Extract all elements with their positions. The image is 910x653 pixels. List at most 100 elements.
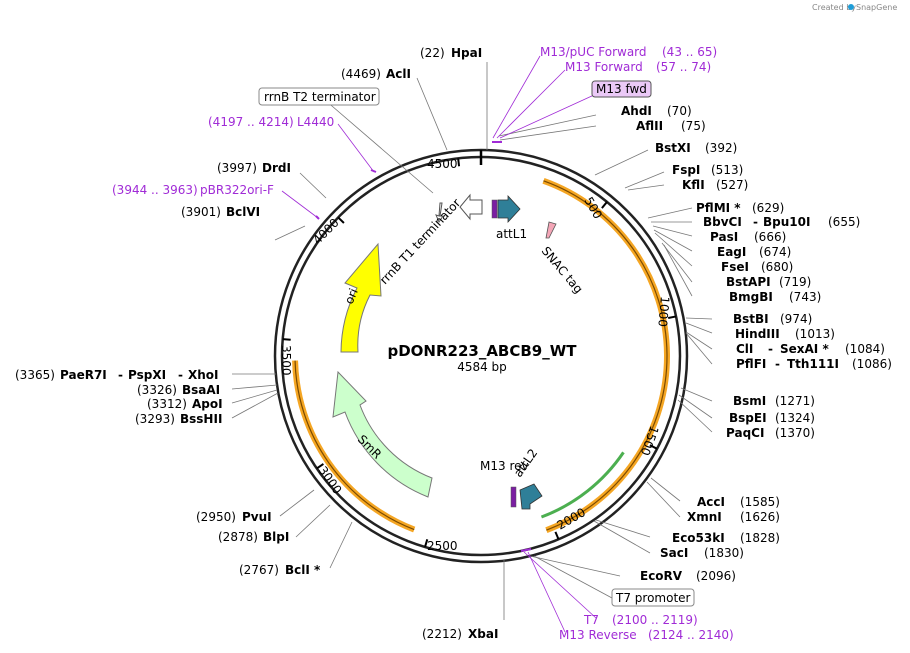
tick-mark bbox=[316, 463, 324, 470]
site-pos: (22) bbox=[420, 46, 445, 60]
rrnb-t1-label: rrnB T1 terminator bbox=[377, 196, 463, 287]
smr-orf-arc-outer bbox=[292, 360, 416, 533]
site-pos: (3326) bbox=[137, 383, 177, 397]
boxed-labels: rrnB T2 terminator M13 fwd T7 promoter bbox=[258, 80, 695, 607]
site-pos: (513) bbox=[711, 163, 743, 177]
site-name-apoi: ApoI bbox=[192, 397, 223, 411]
site-name-tth111i: Tth111I bbox=[787, 357, 839, 371]
tick-mark bbox=[337, 216, 345, 224]
site-pos: (1828) bbox=[740, 531, 780, 545]
tick-label: 1500 bbox=[638, 424, 662, 457]
site-name-hindiii: HindIII bbox=[735, 327, 780, 341]
plasmid-size: 4584 bp bbox=[457, 360, 507, 374]
primer-name-m13reverse: M13 Reverse bbox=[559, 628, 637, 642]
site-pos: (392) bbox=[705, 141, 737, 155]
site-name-eco53ki: Eco53kI bbox=[672, 531, 725, 545]
site-name-ahdi: AhdI bbox=[621, 104, 652, 118]
site-pos: (70) bbox=[667, 104, 692, 118]
l4440-primer-mark bbox=[370, 169, 377, 173]
site-name-pflmi: PflMI * bbox=[696, 201, 741, 215]
attl2-stripe bbox=[510, 486, 517, 508]
site-name-paer7i: PaeR7I bbox=[60, 368, 107, 382]
site-name-xmni: XmnI bbox=[687, 510, 722, 524]
site-pos: (680) bbox=[761, 260, 793, 274]
feature-arcs bbox=[292, 177, 670, 533]
site-name-bsmi: BsmI bbox=[733, 394, 766, 408]
tick-mark bbox=[457, 158, 461, 167]
site-name-paqci: PaqCI bbox=[726, 426, 764, 440]
site-name-pasi: PasI bbox=[710, 230, 738, 244]
site-name-fspi: FspI bbox=[672, 163, 700, 177]
snapgene-logo-icon bbox=[848, 4, 854, 10]
site-name-acci: AccI bbox=[697, 495, 725, 509]
site-name-pspxi: PspXI bbox=[128, 368, 166, 382]
ori-arrow bbox=[340, 242, 382, 353]
site-pos: (1013) bbox=[795, 327, 835, 341]
site-pos: (629) bbox=[752, 201, 784, 215]
t7prom-label: T7 promoter bbox=[615, 591, 691, 605]
t7-primer-mark bbox=[520, 548, 532, 552]
site-name-bpu10i: Bpu10I bbox=[763, 215, 810, 229]
orf-arc-inner bbox=[543, 180, 668, 531]
attl1-stripe bbox=[491, 199, 498, 219]
site-pos: (2950) bbox=[196, 510, 236, 524]
primer-pos: (3944 .. 3963) bbox=[112, 183, 198, 197]
site-pos: (719) bbox=[779, 275, 811, 289]
site-name-bstxi: BstXI bbox=[655, 141, 691, 155]
tick-label: 2500 bbox=[427, 539, 458, 553]
m13fwd-label: M13 fwd bbox=[596, 82, 647, 96]
tick-mark bbox=[667, 315, 677, 320]
tick-mark bbox=[282, 338, 291, 341]
site-name-bstbi: BstBI bbox=[733, 312, 769, 326]
site-name-bmgbi: BmgBI bbox=[729, 290, 773, 304]
tick-label: 3500 bbox=[279, 345, 293, 376]
site-name-eagi: EagI bbox=[717, 245, 746, 259]
leader-lines bbox=[231, 55, 713, 633]
site-pos: (2767) bbox=[239, 563, 279, 577]
site-pos: (1830) bbox=[704, 546, 744, 560]
site-pos: (527) bbox=[716, 178, 748, 192]
tick-label: 1000 bbox=[655, 296, 672, 328]
primer-name-pbr322: pBR322ori-F bbox=[200, 183, 274, 197]
site-pos: (1084) bbox=[845, 342, 885, 356]
site-pos: (1626) bbox=[740, 510, 780, 524]
tick-mark bbox=[424, 539, 429, 548]
svg-text:-: - bbox=[178, 368, 183, 382]
rrnb-t2-box bbox=[258, 87, 380, 106]
site-pos: (3312) bbox=[147, 397, 187, 411]
site-pos: (1585) bbox=[740, 495, 780, 509]
rrnb-t2-label: rrnB T2 terminator bbox=[264, 90, 376, 104]
attl1-label: attL1 bbox=[496, 227, 527, 241]
primer-labels: M13/pUC Forward (43 .. 65) M13 Forward (… bbox=[112, 45, 734, 642]
primer-pos: (43 .. 65) bbox=[662, 45, 717, 59]
site-name-blpi: BlpI bbox=[263, 530, 289, 544]
site-name-hpai: HpaI bbox=[451, 46, 482, 60]
site-name-bsaai: BsaAI bbox=[182, 383, 220, 397]
site-name-xhoi: XhoI bbox=[188, 368, 219, 382]
site-pos: (1324) bbox=[775, 411, 815, 425]
site-name-fsei: FseI bbox=[721, 260, 749, 274]
site-name-kfli: KflI bbox=[682, 178, 705, 192]
smr-orf-arc-inner bbox=[294, 360, 415, 531]
primer-name-l4440: L4440 bbox=[297, 115, 334, 129]
attl1-arrow bbox=[497, 194, 521, 224]
ori-label: ori bbox=[342, 286, 361, 306]
site-name-bsshii: BssHII bbox=[180, 412, 222, 426]
snac-arrow bbox=[545, 221, 557, 239]
site-name-bstapi: BstAPI bbox=[726, 275, 771, 289]
site-name-acli: AclI bbox=[386, 67, 411, 81]
primer-pos: (2100 .. 2119) bbox=[612, 613, 698, 627]
site-pos: (2096) bbox=[696, 569, 736, 583]
primer-pos: (4197 .. 4214) bbox=[208, 115, 294, 129]
site-name-bcli: BclI * bbox=[285, 563, 321, 577]
site-pos: (1086) bbox=[852, 357, 892, 371]
svg-text:-: - bbox=[118, 368, 123, 382]
site-pos: (3901) bbox=[181, 205, 221, 219]
rrnb-t1-arrow bbox=[459, 193, 483, 221]
credit-text: Created by bbox=[812, 3, 856, 12]
site-pos: (3997) bbox=[217, 161, 257, 175]
attl2-arrow bbox=[519, 483, 543, 510]
attl2-arc bbox=[540, 451, 625, 519]
